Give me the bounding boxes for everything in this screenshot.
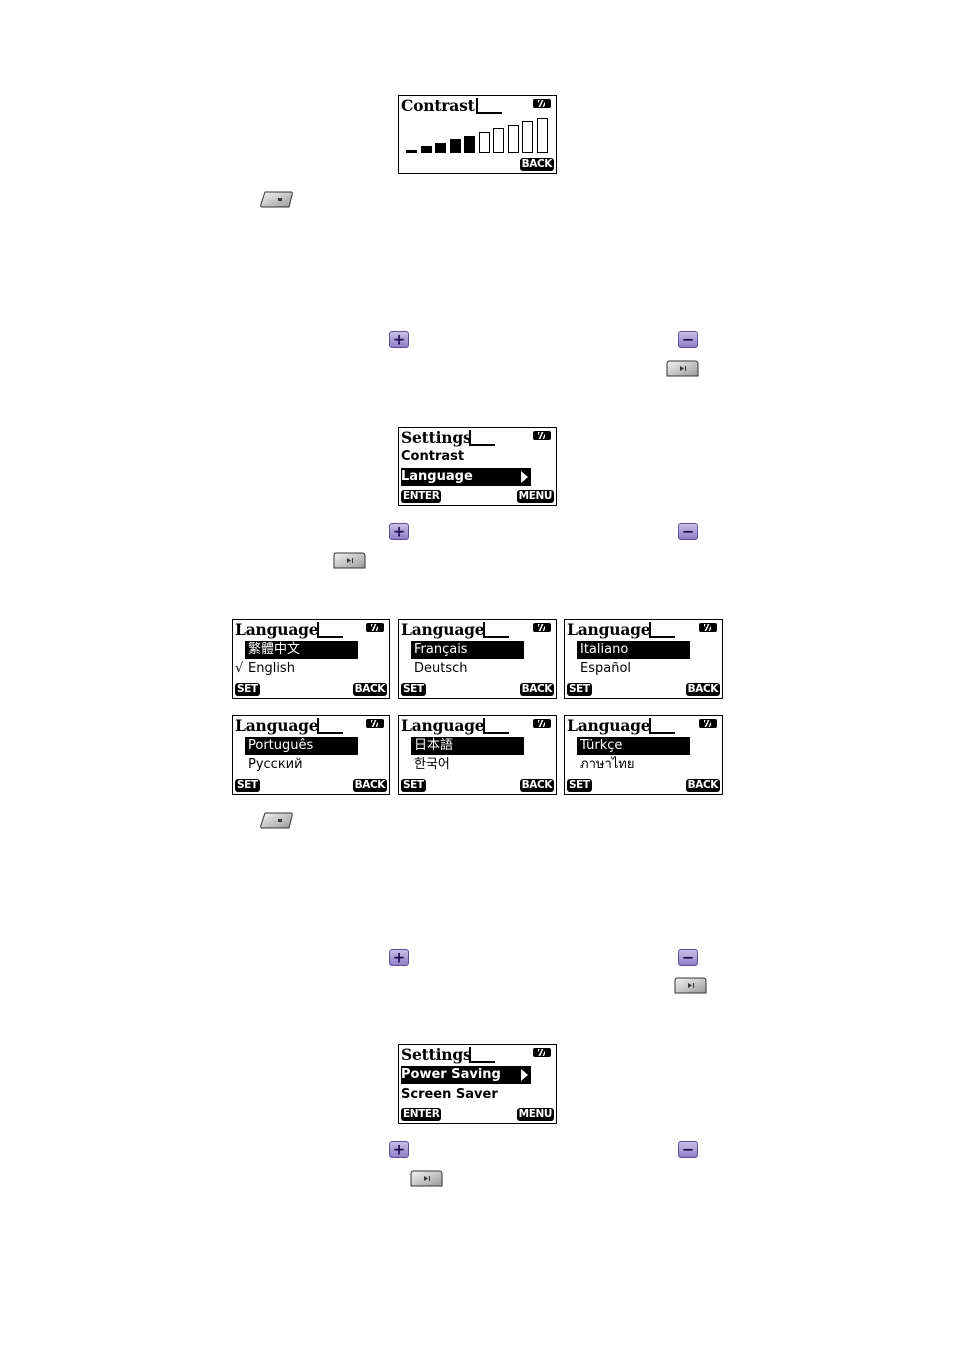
language-option[interactable]: Deutsch — [414, 661, 468, 676]
menu-key-icon — [260, 812, 293, 829]
menu-item-power-saving[interactable]: Power Saving — [401, 1066, 531, 1084]
screen-title: Language — [235, 620, 319, 639]
screen-title: Language — [235, 716, 319, 735]
screen-title: Language — [567, 716, 651, 735]
language-option-selected[interactable]: Türkçe — [577, 737, 690, 755]
title-tab — [649, 622, 675, 638]
battery-icon — [366, 719, 384, 728]
language-option[interactable]: ภาษาไทย — [580, 757, 635, 772]
title-tab — [483, 622, 509, 638]
screen-title: Contrast — [401, 96, 475, 115]
menu-item-contrast[interactable]: Contrast — [401, 449, 465, 464]
contrast-bar — [464, 135, 475, 153]
play-pause-key-icon — [410, 1170, 443, 1187]
arrow-right-icon — [521, 471, 528, 483]
title-tab — [317, 622, 343, 638]
screen-title: Language — [401, 716, 485, 735]
plus-key-icon: + — [389, 1141, 409, 1158]
menu-item-screen-saver[interactable]: Screen Saver — [401, 1087, 498, 1102]
contrast-bar — [406, 150, 417, 153]
screen-title: Language — [567, 620, 651, 639]
softkey-set[interactable]: SET — [235, 779, 260, 792]
battery-icon — [366, 623, 384, 632]
softkey-back[interactable]: BACK — [685, 683, 720, 696]
contrast-bar — [449, 139, 461, 153]
language-option-selected[interactable]: 繁體中文 — [245, 641, 358, 659]
minus-key-icon: − — [678, 331, 698, 348]
softkey-menu[interactable]: MENU — [516, 1108, 554, 1121]
title-tab — [317, 718, 343, 734]
minus-key-icon: − — [678, 1141, 698, 1158]
checkmark-icon: √ — [235, 661, 244, 676]
softkey-set[interactable]: SET — [401, 779, 426, 792]
contrast-bar — [522, 121, 533, 153]
minus-key-icon: − — [678, 949, 698, 966]
language-option-selected[interactable]: 日本語 — [411, 737, 524, 755]
title-tab — [469, 430, 495, 446]
settings-screen-language: Settings Contrast Language ENTER MENU — [398, 427, 557, 506]
plus-key-icon: + — [389, 331, 409, 348]
language-screen: Language 日本語 한국어 SET BACK — [398, 715, 557, 795]
settings-screen-power: Settings Power Saving Screen Saver ENTER… — [398, 1044, 557, 1124]
softkey-back[interactable]: BACK — [352, 683, 387, 696]
screen-title: Settings — [401, 1045, 472, 1064]
battery-icon — [533, 431, 551, 440]
softkey-menu[interactable]: MENU — [516, 490, 554, 503]
battery-icon — [699, 719, 717, 728]
play-pause-key-icon — [333, 552, 366, 569]
contrast-bar — [493, 128, 504, 153]
language-option[interactable]: English — [248, 661, 295, 676]
language-option[interactable]: Español — [580, 661, 632, 676]
softkey-enter[interactable]: ENTER — [401, 490, 442, 503]
softkey-back[interactable]: BACK — [519, 683, 554, 696]
language-option[interactable]: 한국어 — [414, 757, 450, 772]
language-option[interactable]: Русский — [248, 757, 303, 772]
minus-key-icon: − — [678, 523, 698, 540]
screen-title: Settings — [401, 428, 472, 447]
softkey-set[interactable]: SET — [235, 683, 260, 696]
contrast-bar — [536, 117, 548, 153]
plus-key-icon: + — [389, 523, 409, 540]
softkey-set[interactable]: SET — [567, 779, 592, 792]
language-option-selected[interactable]: Português — [245, 737, 358, 755]
contrast-screen: Contrast BACK — [398, 95, 557, 174]
battery-icon — [533, 99, 551, 108]
contrast-bar — [507, 124, 519, 153]
contrast-bar — [420, 146, 432, 153]
softkey-back[interactable]: BACK — [519, 779, 554, 792]
title-tab — [469, 1047, 495, 1063]
title-tab — [483, 718, 509, 734]
softkey-enter[interactable]: ENTER — [401, 1108, 442, 1121]
language-option-selected[interactable]: Français — [411, 641, 524, 659]
softkey-back[interactable]: BACK — [519, 158, 554, 171]
softkey-set[interactable]: SET — [401, 683, 426, 696]
menu-key-icon — [260, 191, 293, 208]
screen-title: Language — [401, 620, 485, 639]
battery-icon — [533, 623, 551, 632]
title-tab — [649, 718, 675, 734]
play-pause-key-icon — [674, 977, 707, 994]
softkey-set[interactable]: SET — [567, 683, 592, 696]
play-pause-key-icon — [666, 360, 699, 377]
battery-icon — [533, 1048, 551, 1057]
softkey-back[interactable]: BACK — [352, 779, 387, 792]
title-tab — [476, 98, 502, 114]
plus-key-icon: + — [389, 949, 409, 966]
contrast-bar — [435, 142, 446, 153]
arrow-right-icon — [521, 1069, 528, 1081]
battery-icon — [533, 719, 551, 728]
battery-icon — [699, 623, 717, 632]
softkey-back[interactable]: BACK — [685, 779, 720, 792]
menu-item-language[interactable]: Language — [401, 468, 531, 486]
language-option-selected[interactable]: Italiano — [577, 641, 690, 659]
contrast-bar — [478, 132, 490, 153]
